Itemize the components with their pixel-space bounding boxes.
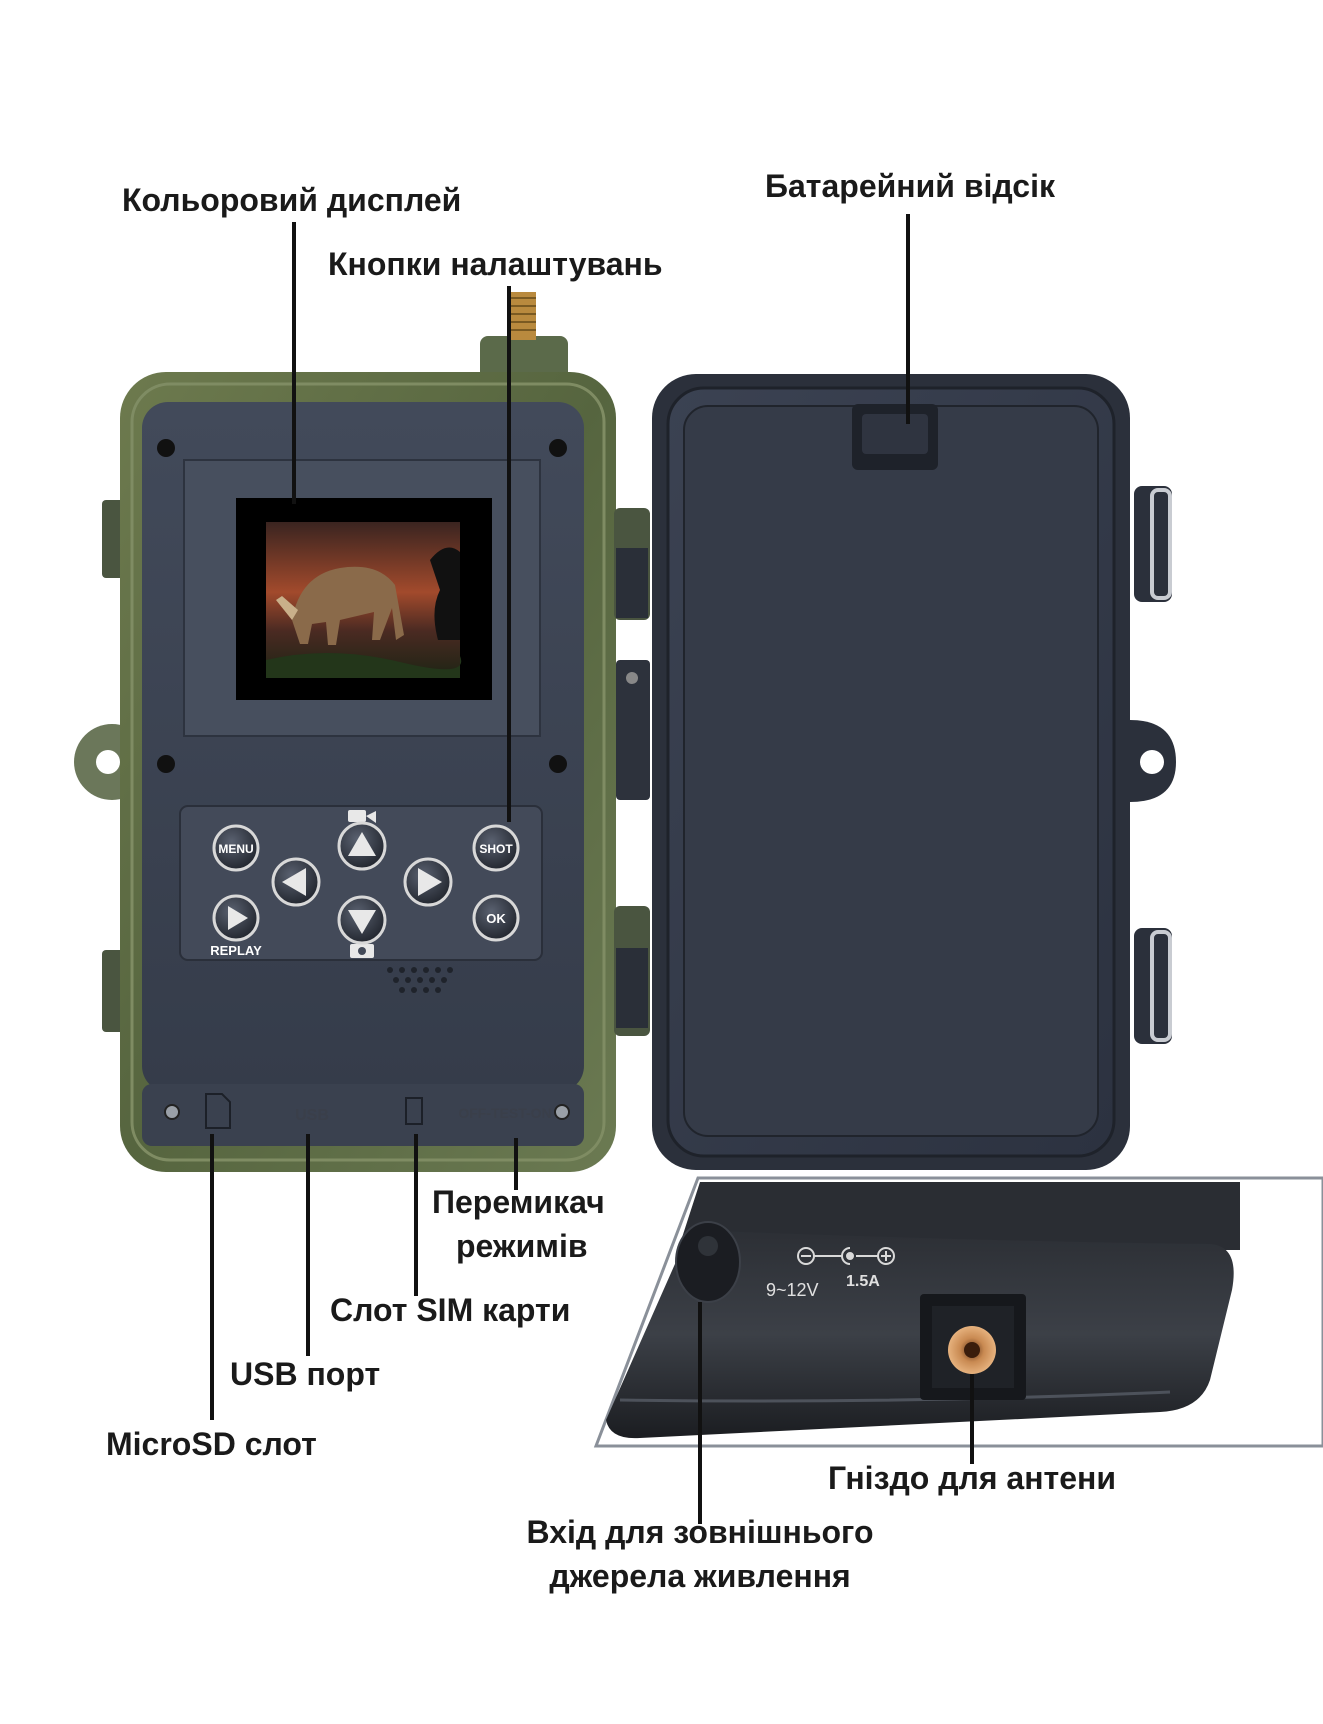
shot-button[interactable]: SHOT [472,824,520,872]
label-color-display: Кольоровий дисплей [122,182,462,218]
label-mode-switch-line1: Перемикач [432,1184,605,1220]
replay-label: REPLAY [210,943,262,958]
arrow-right-icon [418,868,442,896]
leader-microsd-slot [210,1134,214,1420]
leader-color-display [292,222,296,504]
arrow-left-icon [282,868,306,896]
leader-sim-slot [414,1134,418,1296]
usb-port-mark: USB [295,1107,329,1124]
ok-button[interactable]: OK [472,894,520,942]
arrow-down-icon [348,910,376,934]
label-settings-buttons: Кнопки налаштувань [328,246,663,282]
power-current-mark: 1.5A [846,1273,880,1290]
hinges [614,508,650,1036]
label-antenna-socket: Гніздо для антени [828,1460,1117,1496]
label-usb-port: USB порт [230,1356,381,1392]
microsd-slot-icon [205,1093,231,1129]
color-display [183,459,541,737]
photo-mode-icon [350,944,374,958]
leader-power-input [698,1302,702,1524]
left-button[interactable] [271,857,321,907]
leader-settings-buttons [507,286,511,822]
label-mode-switch-line2: режимів [456,1228,588,1264]
bottom-closeup-inset: 9~12V 1.5A [593,1176,1323,1448]
leader-mode-switch [514,1138,518,1190]
play-icon [228,906,248,930]
polarity-symbol [797,1247,895,1265]
label-battery-compartment: Батарейний відсік [765,168,1055,204]
right-button[interactable] [403,857,453,907]
mode-switch-mark: OFF-TEST-ON [458,1105,551,1121]
ok-button-label: OK [486,911,506,926]
menu-button[interactable]: MENU [212,824,260,872]
leader-usb-port [306,1134,310,1356]
shot-button-label: SHOT [479,842,513,856]
battery-compartment-lid [652,374,1176,1170]
menu-button-label: MENU [218,842,253,856]
video-mode-icon [348,810,376,823]
port-strip: USB OFF-TEST-ON [205,1093,552,1129]
label-microsd-slot: MicroSD слот [106,1426,317,1462]
settings-keypad: MENU SHOT REPLAY [179,805,543,961]
label-sim-slot: Слот SIM карти [330,1292,571,1328]
power-voltage-mark: 9~12V [766,1280,819,1300]
leader-antenna-socket [970,1374,974,1464]
replay-button[interactable] [212,894,260,942]
sim-slot-icon [405,1097,423,1125]
up-button[interactable] [337,821,387,871]
arrow-up-icon [348,832,376,856]
down-button[interactable] [337,895,387,945]
label-power-input-line1: Вхід для зовнішнього [526,1514,874,1550]
leader-battery-compartment [906,214,910,424]
label-power-input-line2: джерела живлення [549,1558,851,1594]
